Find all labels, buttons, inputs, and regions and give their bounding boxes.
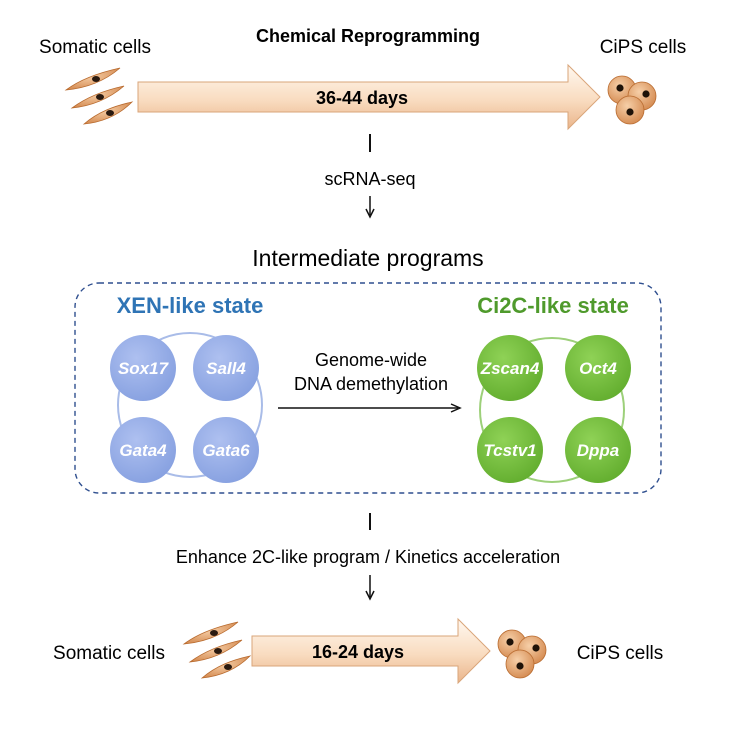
method-2: Enhance 2C-like program / Kinetics accel… (176, 547, 560, 567)
ci2c-gene-3: Tcstv1 (477, 417, 543, 483)
svg-text:Zscan4: Zscan4 (480, 359, 540, 378)
xen-gene-1: Sox17 (110, 335, 176, 401)
down-arrow-2 (365, 575, 375, 601)
ci2c-gene-2: Oct4 (565, 335, 631, 401)
bottom-process-arrow (251, 617, 491, 685)
somatic-cells-icon (64, 67, 134, 125)
svg-text:Tcstv1: Tcstv1 (483, 441, 536, 460)
ci2c-gene-1: Zscan4 (477, 335, 543, 401)
intermediate-heading: Intermediate programs (252, 245, 483, 271)
down-arrow-1 (365, 196, 375, 219)
bottom-somatic-cells-icon (182, 621, 252, 679)
xen-cluster: Sox17 Sall4 Gata4 Gata6 (110, 332, 263, 483)
xen-gene-2: Sall4 (193, 335, 259, 401)
svg-text:Sox17: Sox17 (118, 359, 170, 378)
ci2c-cluster: Zscan4 Oct4 Tcstv1 Dppa (477, 335, 631, 483)
bottom-cips-cells-icon (497, 629, 547, 679)
intermediate-box (74, 282, 662, 494)
ci2c-gene-4: Dppa (565, 417, 631, 483)
transition-line-1: Genome-wide (315, 350, 427, 370)
method-1: scRNA-seq (324, 169, 415, 189)
svg-text:Gata4: Gata4 (119, 441, 167, 460)
bottom-right-label: CiPS cells (577, 643, 664, 664)
svg-text:Dppa: Dppa (577, 441, 620, 460)
top-title: Chemical Reprogramming (256, 26, 480, 46)
svg-text:Sall4: Sall4 (206, 359, 246, 378)
top-process-arrow (137, 63, 601, 131)
xen-gene-4: Gata6 (193, 417, 259, 483)
top-duration: 36-44 days (316, 88, 408, 108)
ci2c-title: Ci2C-like state (477, 293, 629, 318)
top-left-label: Somatic cells (39, 37, 151, 58)
xen-gene-3: Gata4 (110, 417, 176, 483)
transition-arrow (278, 403, 462, 413)
transition-line-2: DNA demethylation (294, 374, 448, 394)
bottom-duration: 16-24 days (312, 642, 404, 662)
top-right-label: CiPS cells (600, 37, 687, 58)
svg-text:Oct4: Oct4 (579, 359, 617, 378)
bottom-left-label: Somatic cells (53, 643, 165, 664)
xen-title: XEN-like state (117, 293, 264, 318)
svg-text:Gata6: Gata6 (202, 441, 250, 460)
cips-cells-icon (607, 75, 657, 125)
